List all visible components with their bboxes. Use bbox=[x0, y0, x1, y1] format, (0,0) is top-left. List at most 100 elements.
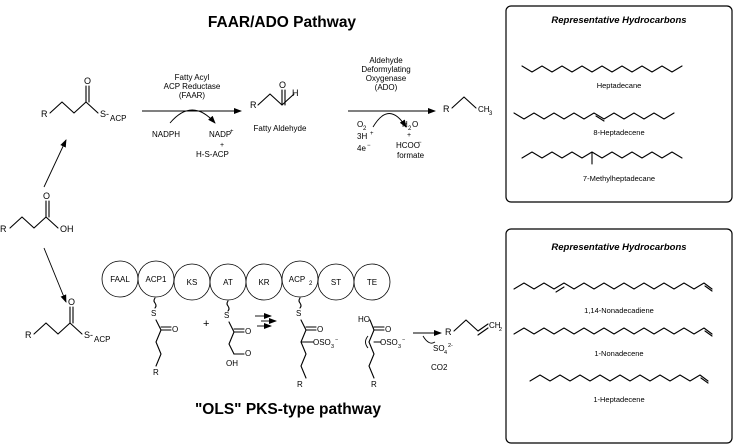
heptadecene-double-bond bbox=[595, 115, 605, 122]
ado-cofactor-arrow bbox=[372, 113, 407, 128]
svg-text:Oxygenase: Oxygenase bbox=[366, 74, 407, 83]
svg-text:−: − bbox=[402, 337, 405, 343]
ols-title: "OLS" PKS-type pathway bbox=[195, 401, 381, 418]
box-bottom-heading: Representative Hydrocarbons bbox=[551, 242, 686, 253]
svg-text:O: O bbox=[245, 349, 251, 358]
svg-text:Fatty Acyl: Fatty Acyl bbox=[175, 73, 210, 82]
svg-text:ACP Reductase: ACP Reductase bbox=[164, 82, 221, 91]
svg-text:O: O bbox=[43, 191, 50, 201]
methylheptadecane-structure bbox=[521, 151, 683, 159]
ado-outputs: H 2 O + HCOO − formate bbox=[396, 120, 425, 160]
co2-label: CO2 bbox=[431, 363, 448, 372]
svg-text:O: O bbox=[357, 120, 363, 129]
domain-te bbox=[353, 263, 391, 301]
svg-text:O: O bbox=[68, 297, 75, 307]
svg-text:O: O bbox=[279, 80, 286, 90]
svg-text:R: R bbox=[250, 100, 257, 110]
svg-text:H: H bbox=[402, 120, 408, 129]
diene-double-bond-1 bbox=[555, 286, 565, 293]
svg-text:S: S bbox=[296, 309, 301, 318]
fatty-acid: R O OH bbox=[0, 191, 74, 234]
heptadecene-label: 8-Heptadecene bbox=[593, 128, 644, 137]
nonadecadiene-label: 1,14-Nonadecadiene bbox=[584, 306, 654, 315]
svg-text:H: H bbox=[292, 88, 299, 98]
nonadecadiene-structure bbox=[513, 282, 713, 290]
intermediate-acp1: S O R bbox=[151, 297, 178, 377]
svg-text:Aldehyde: Aldehyde bbox=[369, 56, 403, 65]
faar-cofactor-arrow bbox=[169, 109, 216, 124]
svg-text:ACP: ACP bbox=[289, 275, 305, 284]
acyl-acp-bottom: R O S- ACP bbox=[25, 297, 110, 344]
svg-text:−: − bbox=[335, 337, 338, 343]
svg-text:R: R bbox=[443, 104, 450, 114]
sulfate-loss-arrow bbox=[422, 335, 436, 344]
pks-domains: FAAL ACP1 KS AT KR ACP 2 ST TE bbox=[101, 260, 391, 301]
faar-plus: + bbox=[220, 142, 224, 149]
heptadecane-structure bbox=[521, 65, 683, 73]
svg-text:R: R bbox=[41, 109, 48, 119]
svg-text:Deformylating: Deformylating bbox=[361, 65, 410, 74]
free-acid-intermediate: HO O OSO 3 − R bbox=[358, 315, 405, 389]
faar-enzyme-label: Fatty Acyl ACP Reductase (FAAR) bbox=[164, 73, 221, 100]
plus-sign: + bbox=[203, 318, 209, 330]
svg-text:R: R bbox=[153, 368, 159, 377]
svg-text:OH: OH bbox=[60, 224, 74, 234]
svg-text:(ADO): (ADO) bbox=[375, 83, 398, 92]
nadp-charge: + bbox=[230, 129, 234, 135]
svg-text:3: 3 bbox=[489, 111, 493, 117]
heptadecene-1-double-bond bbox=[700, 377, 709, 384]
heptadecene-structure bbox=[513, 112, 675, 120]
alkane-product: R CH 3 bbox=[443, 96, 493, 117]
svg-text:R: R bbox=[0, 224, 7, 234]
svg-text:R: R bbox=[25, 330, 32, 340]
heptadecene-1-structure bbox=[529, 374, 709, 382]
decarboxylation-arrow bbox=[365, 335, 369, 349]
svg-text:OH: OH bbox=[226, 359, 238, 368]
svg-text:ACP1: ACP1 bbox=[146, 275, 167, 284]
sulfated-intermediate: S O OSO 3 − R bbox=[296, 297, 338, 389]
representative-box-top bbox=[505, 5, 733, 203]
nonadecene-structure bbox=[513, 327, 713, 335]
nonadecene-double-bond bbox=[704, 330, 713, 337]
svg-text:(FAAR): (FAAR) bbox=[179, 91, 206, 100]
sulfate-sub: 4 bbox=[444, 350, 447, 356]
svg-text:R: R bbox=[297, 380, 303, 389]
svg-text:HO: HO bbox=[358, 315, 370, 324]
terminal-olefin: R CH 2 bbox=[445, 319, 502, 337]
svg-text:O: O bbox=[245, 327, 251, 336]
svg-text:FAAL: FAAL bbox=[110, 275, 130, 284]
svg-text:2: 2 bbox=[499, 327, 502, 333]
svg-text:CH: CH bbox=[478, 105, 490, 114]
svg-text:2: 2 bbox=[363, 126, 367, 132]
acyl-acp-top: R O S- ACP bbox=[41, 76, 126, 123]
svg-text:O: O bbox=[385, 325, 391, 334]
svg-text:3: 3 bbox=[331, 344, 334, 350]
svg-text:TE: TE bbox=[367, 278, 377, 287]
svg-text:2: 2 bbox=[408, 126, 412, 132]
svg-text:3: 3 bbox=[398, 344, 401, 350]
svg-text:R: R bbox=[445, 327, 452, 337]
svg-text:KR: KR bbox=[258, 278, 269, 287]
svg-text:S-: S- bbox=[100, 109, 109, 119]
svg-text:ACP: ACP bbox=[110, 114, 126, 123]
svg-text:O: O bbox=[317, 325, 323, 334]
heptadecene-1-label: 1-Heptadecene bbox=[593, 395, 644, 404]
faar-ado-title: FAAR/ADO Pathway bbox=[208, 14, 357, 31]
arrow-to-ols-acyl-acp bbox=[43, 247, 67, 303]
svg-text:ST: ST bbox=[331, 278, 341, 287]
sulfate-label: SO bbox=[433, 344, 445, 353]
box-top-heading: Representative Hydrocarbons bbox=[551, 15, 686, 26]
representative-box-bottom bbox=[505, 228, 733, 444]
ado-inputs: O 2 3H + 4e − bbox=[357, 120, 374, 153]
svg-text:4e: 4e bbox=[357, 144, 366, 153]
sulfate-charge: 2- bbox=[448, 343, 453, 349]
diene-double-bond-2 bbox=[704, 285, 713, 292]
svg-text:S: S bbox=[224, 311, 229, 320]
svg-text:S-: S- bbox=[84, 330, 93, 340]
svg-text:formate: formate bbox=[397, 151, 425, 160]
fatty-aldehyde-label: Fatty Aldehyde bbox=[254, 124, 307, 133]
svg-text:+: + bbox=[407, 132, 411, 139]
svg-text:3H: 3H bbox=[357, 132, 367, 141]
nonadecene-label: 1-Nonadecene bbox=[594, 349, 643, 358]
